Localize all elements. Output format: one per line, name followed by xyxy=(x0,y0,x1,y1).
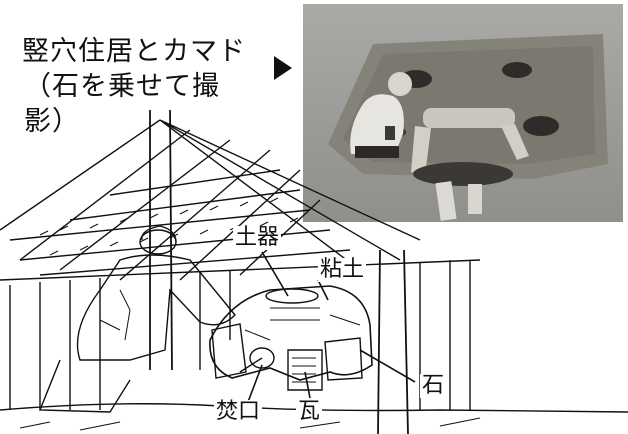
label-ishi: 石 xyxy=(420,373,447,398)
label-kawara: 瓦 xyxy=(296,399,323,424)
label-doki: 土器 xyxy=(233,225,282,250)
post-hole xyxy=(523,116,559,136)
caption-line-1: 竪穴住居とカマド xyxy=(22,36,246,67)
kamado-illustration xyxy=(0,110,628,434)
photo-caption: 竪穴住居とカマド （石を乗せて撮影） xyxy=(22,34,260,139)
label-takiguchi: 焚口 xyxy=(214,399,263,424)
pointer-arrow-icon xyxy=(274,56,292,80)
excavation-photo-drawing xyxy=(303,4,623,222)
excavation-photo xyxy=(303,4,623,222)
label-nendo: 粘土 xyxy=(318,257,367,282)
person-head xyxy=(388,72,412,96)
capstone xyxy=(423,108,515,128)
caption-line-2: （石を乗せて撮影） xyxy=(24,71,220,137)
post-hole xyxy=(502,62,532,78)
